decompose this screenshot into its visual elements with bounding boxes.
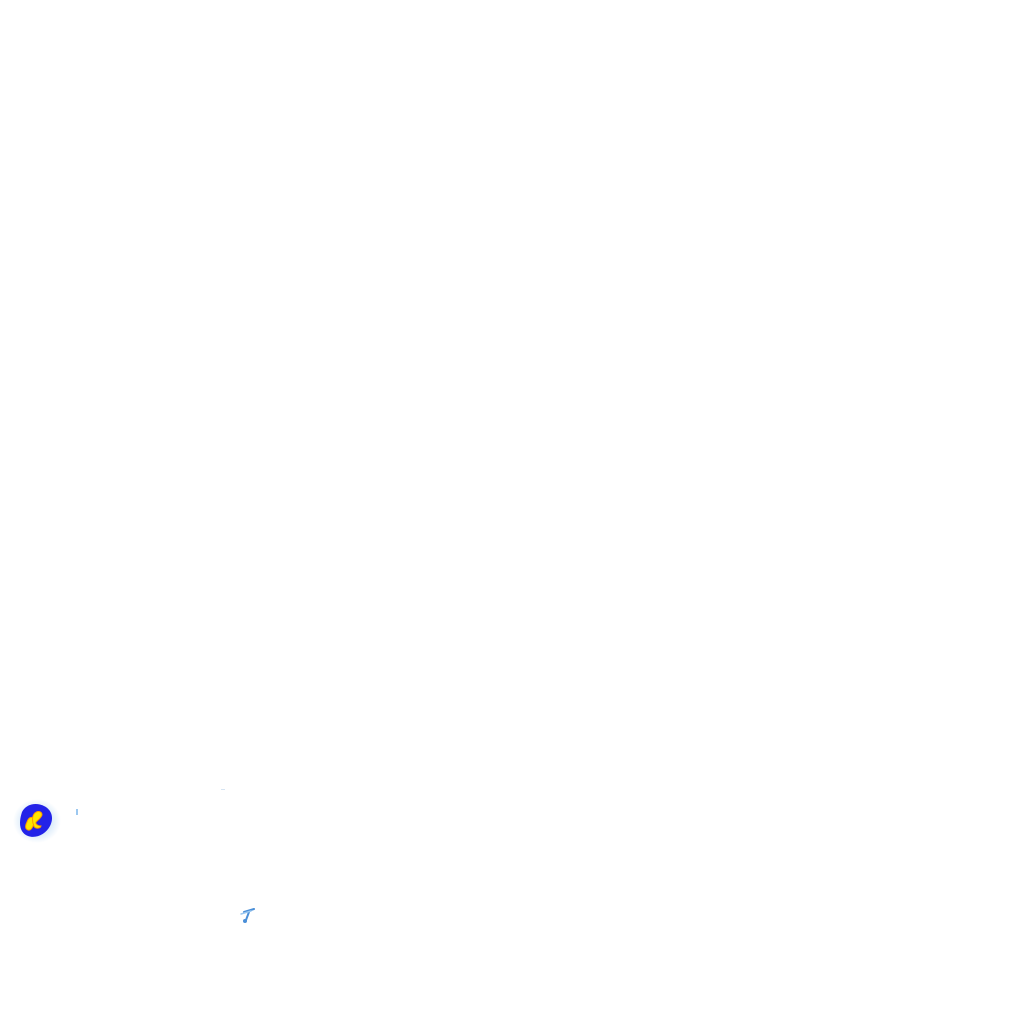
storm-cell-primary bbox=[13, 799, 61, 843]
echo-streak bbox=[240, 908, 255, 923]
storm-cell-core-right bbox=[32, 811, 43, 829]
echo-speck-a bbox=[76, 809, 78, 815]
echo-speck-b bbox=[221, 789, 225, 790]
